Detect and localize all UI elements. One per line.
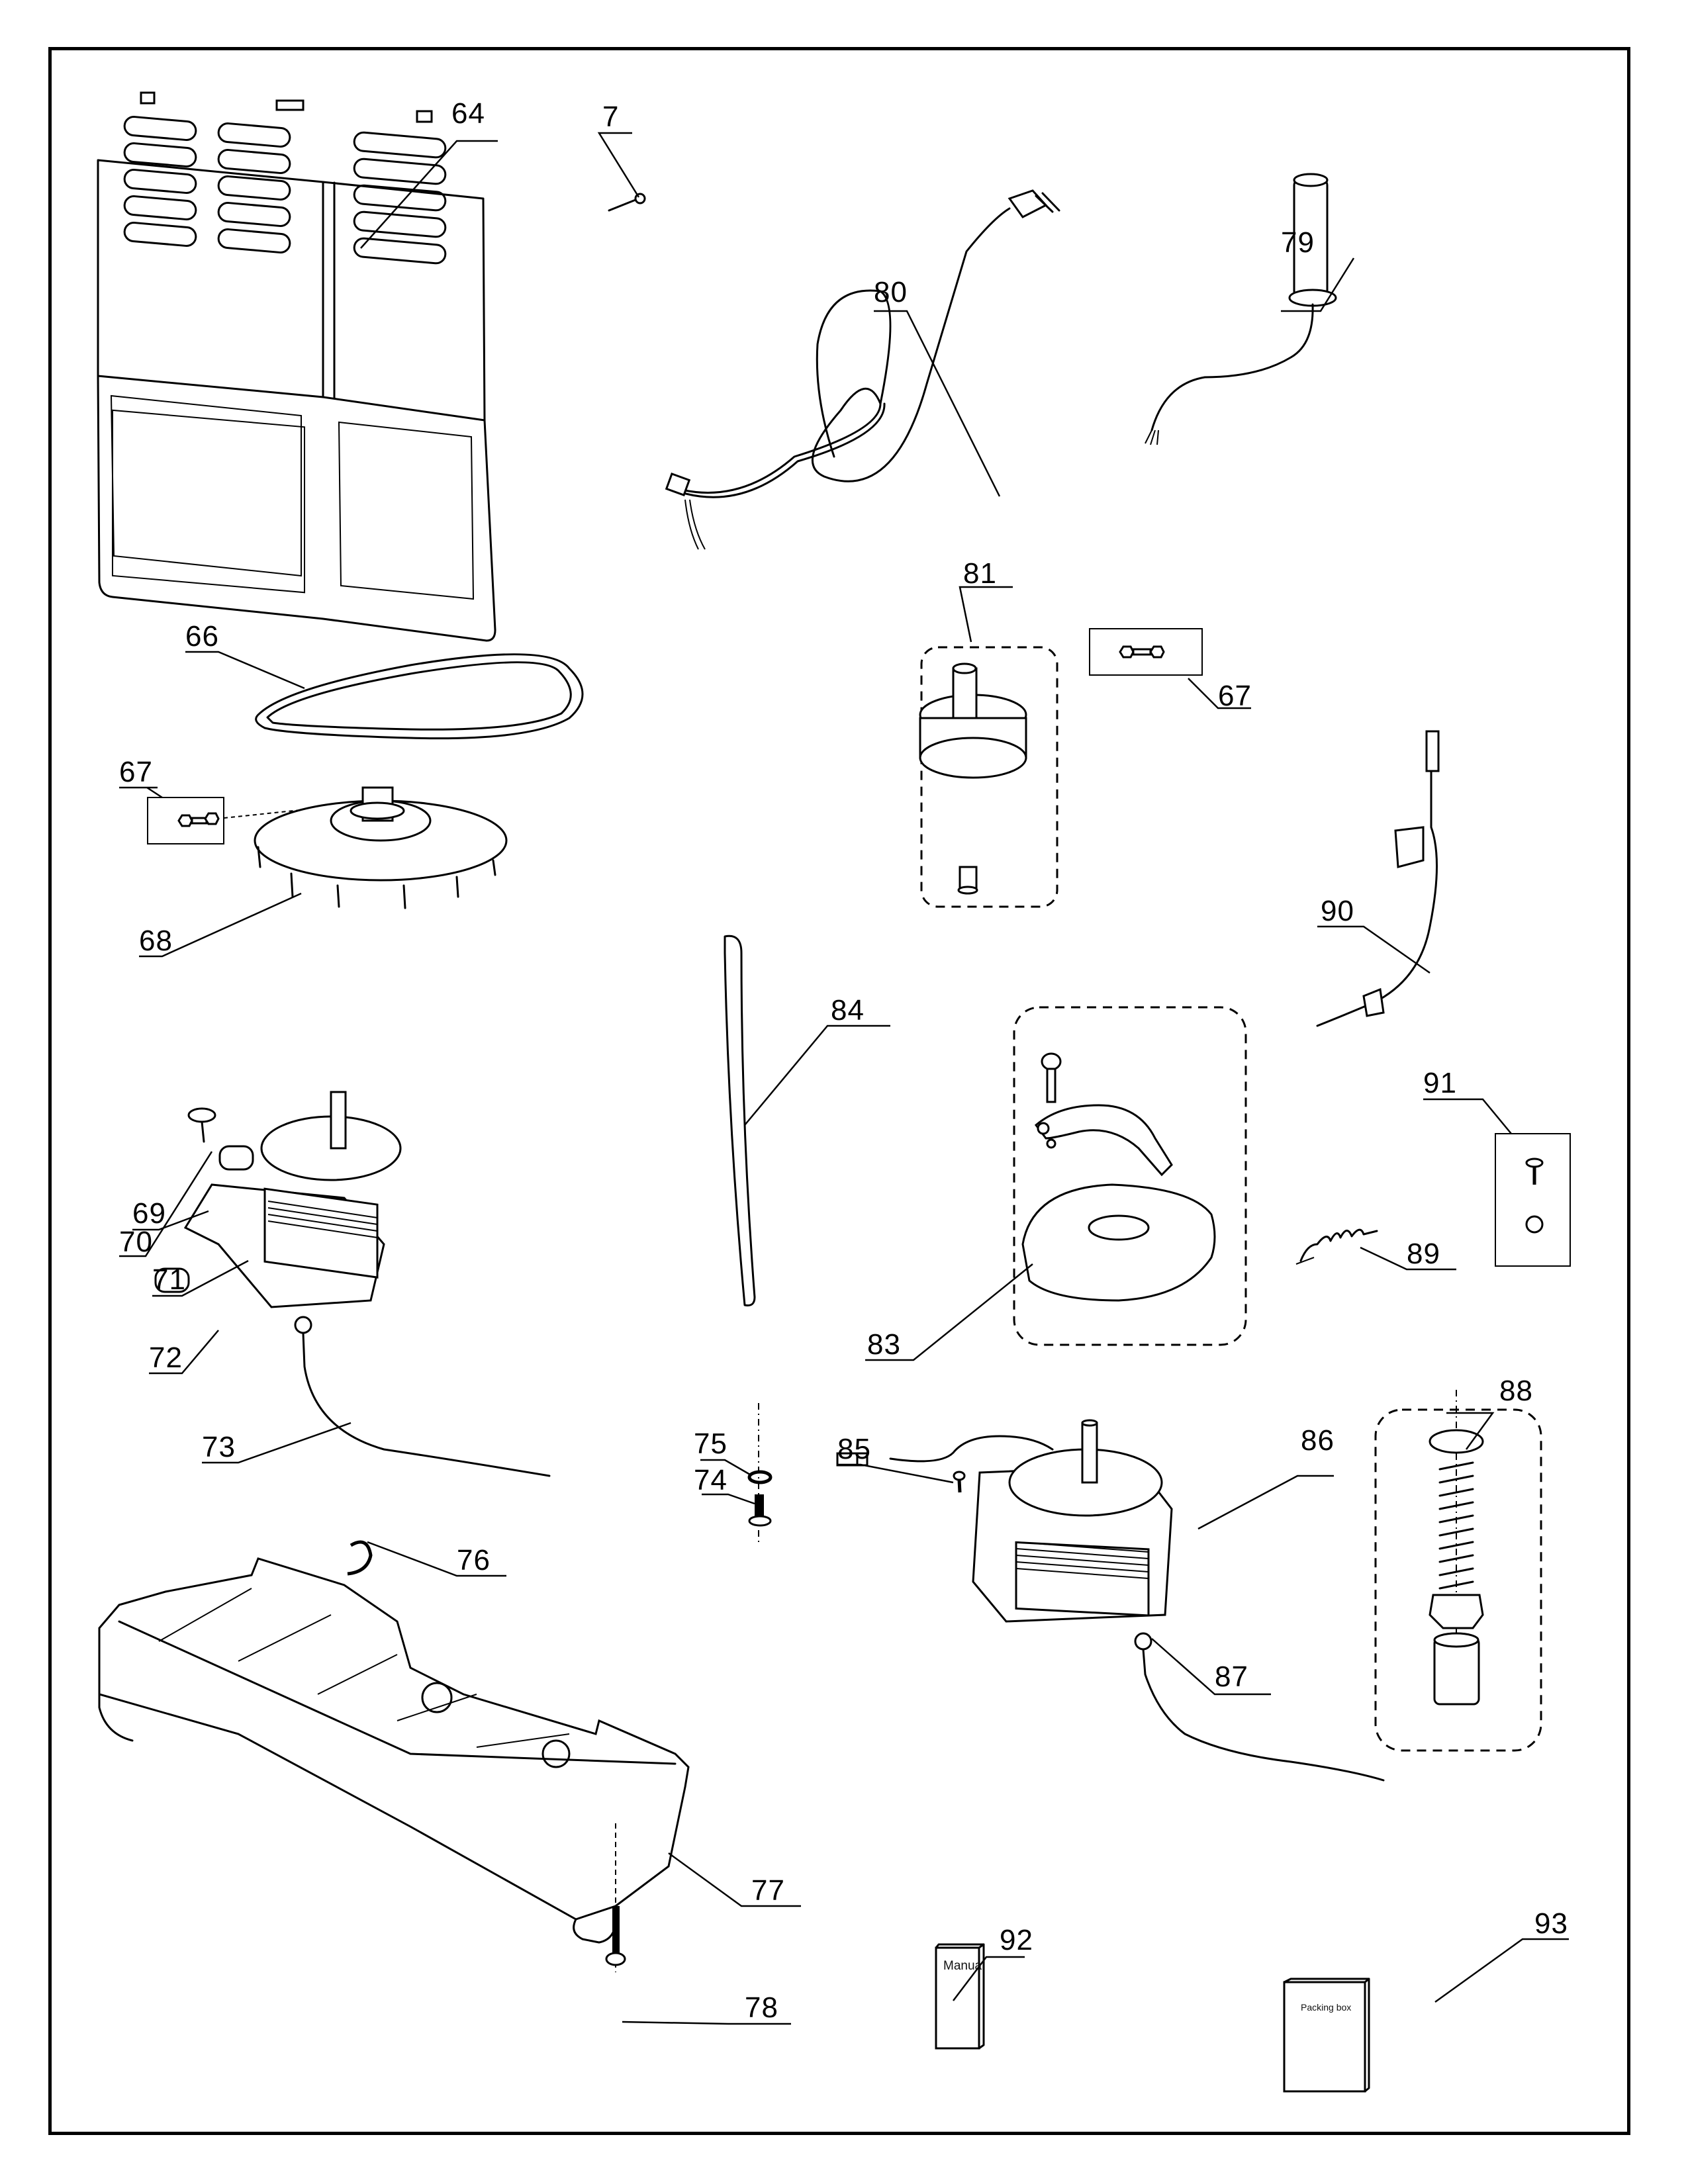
part-label-66: 66: [185, 620, 219, 653]
part-label-90: 90: [1321, 895, 1354, 927]
part-89-spring: [1295, 1228, 1378, 1265]
part-88-shock-absorber: [1374, 1390, 1542, 1752]
leader-66: [185, 651, 305, 690]
part-label-69: 69: [132, 1197, 166, 1230]
part-80-power-cord: [665, 189, 1060, 550]
part-label-71: 71: [152, 1263, 186, 1296]
part-91-screw-clip: [1495, 1133, 1571, 1267]
part-label-75: 75: [694, 1428, 727, 1460]
leader-75: [700, 1459, 751, 1476]
part-label-87: 87: [1215, 1661, 1248, 1693]
part-78-screw: [605, 1823, 626, 1972]
part-92-manual: [935, 1943, 985, 2050]
part-90-switch-wire: [1316, 730, 1440, 1027]
part-81-hub-assembly: [919, 646, 1058, 908]
part-64-cover-panel: [97, 91, 496, 642]
part-label-76: 76: [457, 1544, 491, 1576]
part-69-screw: [187, 1107, 216, 1143]
leader-87: [1151, 1638, 1271, 1696]
leader-69: [132, 1210, 209, 1231]
leader-77: [668, 1852, 801, 1907]
leader-91: [1423, 1098, 1512, 1134]
part-86-spin-motor: [836, 1419, 1173, 1623]
packing-box-caption: Packing box: [1301, 2002, 1352, 2013]
part-label-73: 73: [202, 1431, 236, 1463]
part-label-78: 78: [745, 1991, 778, 2024]
diagram-border: [48, 47, 1630, 2135]
part-label-67-left: 67: [119, 756, 153, 788]
leader-88: [1446, 1412, 1495, 1450]
part-label-89: 89: [1407, 1238, 1440, 1270]
leader-78: [622, 2021, 791, 2025]
part-73-ground-wire: [294, 1316, 551, 1477]
leader-80: [874, 310, 1001, 497]
part-label-68: 68: [139, 925, 173, 957]
leader-73: [202, 1422, 352, 1464]
leader-86: [1197, 1475, 1334, 1530]
part-label-80: 80: [874, 276, 908, 308]
part-label-70: 70: [119, 1226, 153, 1258]
leader-72: [149, 1330, 219, 1375]
manual-caption: Manual: [943, 1959, 985, 1973]
part-label-64: 64: [451, 97, 485, 130]
part-77-base: [98, 1557, 690, 1944]
part-76-clip: [347, 1540, 373, 1576]
part-93-packing-box: [1283, 1978, 1370, 2093]
part-70-bushing: [218, 1145, 254, 1171]
leader-84: [744, 1024, 890, 1126]
part-83-brake-assembly: [1013, 1006, 1247, 1346]
leader-74: [702, 1493, 755, 1505]
leader-90: [1317, 925, 1430, 974]
part-label-79: 79: [1281, 226, 1315, 259]
part-label-93: 93: [1534, 1907, 1568, 1940]
part-label-77: 77: [751, 1874, 785, 1907]
part-66-belt: [255, 653, 584, 740]
leader-85: [837, 1463, 954, 1484]
part-label-67-right: 67: [1218, 680, 1252, 712]
part-87-ground-wire: [1134, 1632, 1385, 1782]
vent-slots: [123, 116, 447, 265]
part-label-92: 92: [1000, 1924, 1033, 1956]
part-85-screw: [953, 1471, 966, 1493]
part-84-brake-lever: [724, 934, 756, 1306]
leader-7: [597, 132, 640, 198]
leader-71: [152, 1259, 249, 1297]
leader-67-right: [1188, 678, 1251, 709]
leader-69b: [119, 1151, 213, 1257]
part-label-7: 7: [602, 101, 620, 133]
leader-76: [367, 1541, 506, 1577]
part-label-85: 85: [837, 1433, 871, 1465]
leader-68: [139, 892, 302, 958]
leader-92: [953, 1956, 1025, 2001]
part-74-bolt: [748, 1494, 772, 1527]
part-label-81: 81: [963, 557, 997, 590]
leader-67-left: [119, 786, 163, 799]
part-label-88: 88: [1499, 1375, 1533, 1407]
part-67-bolt-nut-right: [1089, 628, 1203, 676]
leader-64: [360, 140, 498, 249]
leader-89: [1360, 1246, 1456, 1271]
part-68-pulley-fan: [254, 786, 508, 909]
leader-81: [959, 586, 1013, 643]
part-7-screw: [608, 193, 646, 212]
part-71-wash-motor: [183, 1091, 402, 1308]
part-72-bushing: [154, 1267, 190, 1293]
leader-79: [1281, 257, 1355, 312]
leader-83: [865, 1263, 1033, 1361]
part-label-83: 83: [867, 1328, 901, 1361]
part-79-grommet: [1145, 173, 1337, 445]
part-label-72: 72: [149, 1342, 183, 1374]
leader-93: [1434, 1938, 1569, 2003]
part-label-84: 84: [831, 994, 865, 1026]
part-label-86: 86: [1301, 1424, 1335, 1457]
part-label-91: 91: [1423, 1067, 1457, 1099]
part-label-74: 74: [694, 1464, 727, 1496]
